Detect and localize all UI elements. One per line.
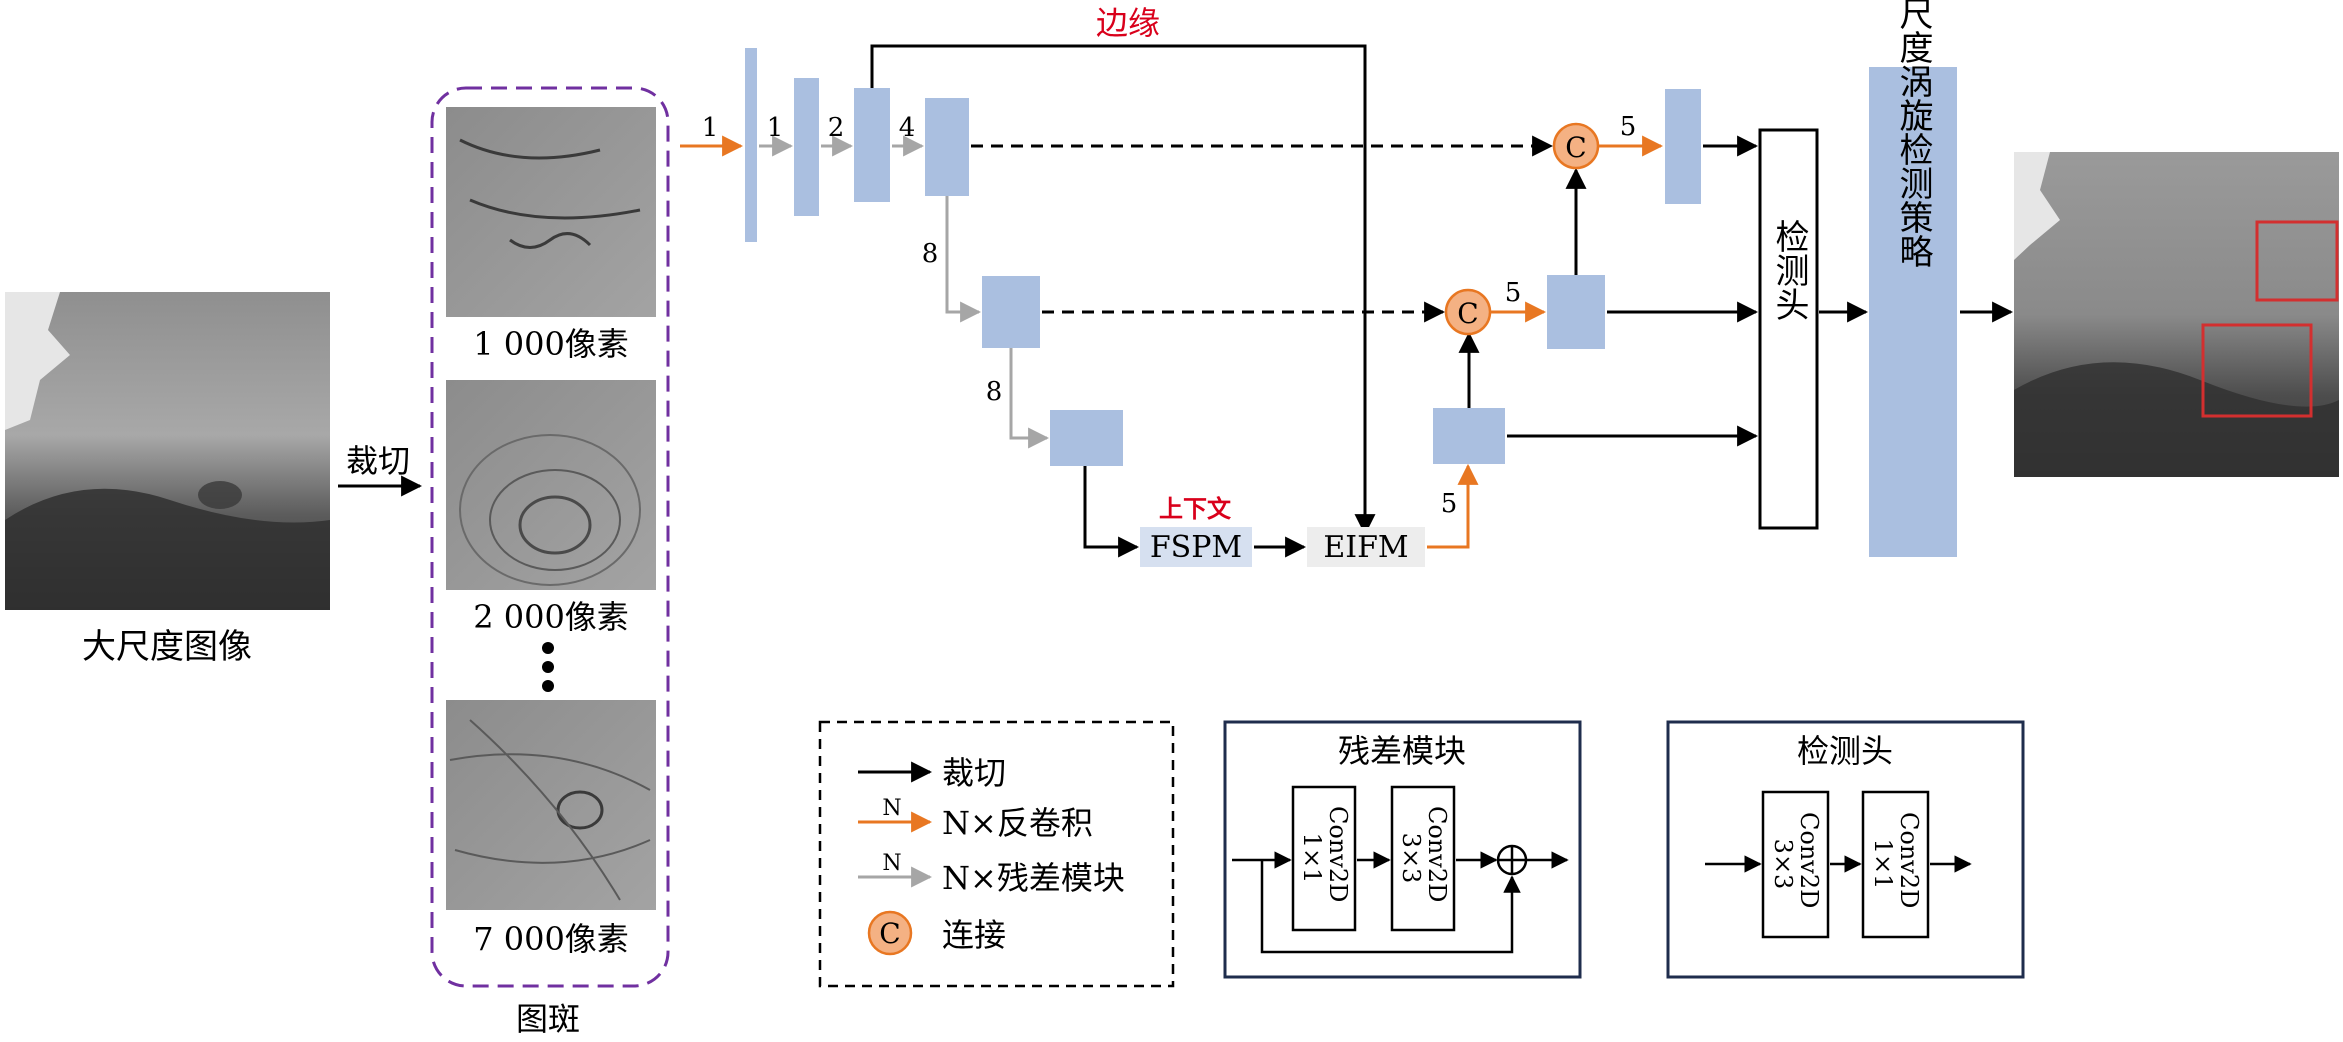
legend-concat-icon: C bbox=[867, 910, 913, 956]
eddy-icon bbox=[198, 481, 242, 509]
concat-symbol: C bbox=[1457, 297, 1478, 330]
patch-2000-label: 2 000像素 bbox=[473, 598, 629, 636]
detect-head-detail-title: 检测头 bbox=[1797, 732, 1893, 770]
res-conv1-block bbox=[1291, 785, 1357, 932]
concat-symbol: C bbox=[1565, 131, 1586, 164]
feature-block-2 bbox=[794, 78, 819, 216]
legend-n-mark: N bbox=[882, 796, 901, 821]
crop-to-fspm-arrow bbox=[1083, 466, 1140, 558]
num-up-eifm: 5 bbox=[1441, 489, 1458, 519]
crop-label: 裁切 bbox=[346, 442, 410, 480]
concat-node-top: C bbox=[1552, 122, 1600, 170]
edge-path bbox=[870, 44, 1376, 536]
strategy-label: 多尺度涡旋检测策略 bbox=[1893, 0, 1933, 268]
eifm-module bbox=[1307, 527, 1425, 567]
res-conv2-block bbox=[1390, 785, 1456, 932]
num-up-top: 5 bbox=[1620, 112, 1637, 142]
legend-deconv-label: N×反卷积 bbox=[942, 804, 1093, 842]
fspm-module bbox=[1140, 527, 1252, 567]
decoder-block-mid bbox=[1547, 275, 1605, 349]
eifm-label: EIFM bbox=[1323, 530, 1408, 565]
res-down-arrow-1 bbox=[945, 196, 982, 323]
num-c: 4 bbox=[899, 113, 916, 143]
decoder-block-low bbox=[1433, 408, 1505, 464]
detect-head-label: 检测头 bbox=[1769, 219, 1809, 321]
fspm-label: FSPM bbox=[1150, 530, 1242, 565]
num-a: 1 bbox=[767, 113, 784, 143]
head-conv1-block bbox=[1761, 790, 1830, 939]
feature-block-6 bbox=[1050, 410, 1123, 466]
residual-module-box bbox=[1223, 720, 1582, 979]
num-down1: 8 bbox=[922, 239, 939, 269]
detection-bbox bbox=[2255, 220, 2339, 302]
num-up-mid: 5 bbox=[1505, 278, 1522, 308]
big-image-label: 大尺度图像 bbox=[82, 627, 252, 667]
feature-block-1 bbox=[745, 48, 757, 242]
patch-7000 bbox=[446, 700, 656, 910]
head-conv2-label: Conv2D 1×1 bbox=[1869, 812, 1923, 916]
detect-head-detail-box bbox=[1666, 720, 2025, 979]
num-in: 1 bbox=[702, 113, 719, 143]
add-icon bbox=[1496, 844, 1528, 876]
feature-block-5 bbox=[982, 276, 1040, 348]
patch-2000 bbox=[446, 380, 656, 590]
patch-1000-label: 1 000像素 bbox=[473, 325, 629, 363]
patch-group-label: 图斑 bbox=[516, 1000, 580, 1038]
concat-symbol: C bbox=[879, 917, 900, 950]
edge-label: 边缘 bbox=[1096, 4, 1160, 42]
context-label: 上下文 bbox=[1159, 494, 1232, 523]
legend-res-label: N×残差模块 bbox=[942, 859, 1125, 897]
legend-concat-label: 连接 bbox=[942, 916, 1006, 954]
patch-7000-label: 7 000像素 bbox=[473, 920, 629, 958]
cloud-patch-icon bbox=[5, 292, 70, 430]
head-conv2-block bbox=[1861, 790, 1930, 939]
res-conv2-label: Conv2D 3×3 bbox=[1397, 806, 1451, 910]
legend-n-mark: N bbox=[882, 851, 901, 876]
res-down-arrow-2 bbox=[1009, 348, 1050, 449]
head-conv1-label: Conv2D 3×3 bbox=[1769, 812, 1823, 916]
strategy-box bbox=[1869, 67, 1957, 557]
feature-block-4 bbox=[925, 98, 969, 196]
num-b: 2 bbox=[828, 113, 845, 143]
detection-bbox bbox=[2201, 323, 2313, 418]
legend-crop-label: 裁切 bbox=[942, 754, 1006, 792]
res-skip-connection bbox=[1260, 860, 1521, 954]
patch-1000 bbox=[446, 107, 656, 317]
res-conv1-label: Conv2D 1×1 bbox=[1298, 806, 1352, 910]
large-scale-image bbox=[5, 292, 330, 610]
residual-module-title: 残差模块 bbox=[1338, 732, 1466, 770]
vertical-ellipsis-icon bbox=[542, 642, 554, 692]
output-detection-image bbox=[2014, 152, 2339, 477]
concat-node-mid: C bbox=[1444, 288, 1492, 336]
eifm-up-arrow bbox=[1427, 463, 1479, 549]
legend-box bbox=[818, 720, 1175, 988]
detect-head-box bbox=[1758, 128, 1819, 530]
feature-block-3 bbox=[854, 88, 890, 202]
patch-group-border bbox=[430, 86, 670, 988]
num-down2: 8 bbox=[986, 377, 1003, 407]
decoder-block-top bbox=[1665, 89, 1701, 204]
